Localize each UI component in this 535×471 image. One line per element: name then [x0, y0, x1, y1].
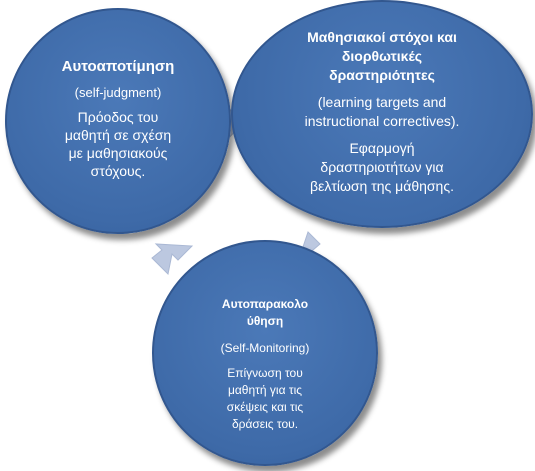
node-self-monitoring: Αυτοπαρακολο ύθηση (Self-Monitoring) Επί… — [152, 240, 378, 466]
arrow-up-left-icon — [151, 243, 194, 276]
node-title: Μαθησιακοί στόχοι και διορθωτικές δραστη… — [307, 29, 457, 83]
node-subtitle: (learning targets and instructional corr… — [304, 94, 460, 129]
node-subtitle: (self-judgment) — [74, 85, 162, 100]
node-description: Επίγνωση του μαθητή για τις σκέψεις και … — [226, 366, 304, 431]
node-title: Αυτοαποτίμηση — [61, 58, 175, 75]
node-learning-targets: Μαθησιακοί στόχοι και διορθωτικές δραστη… — [231, 0, 533, 228]
node-self-judgment: Αυτοαποτίμηση (self-judgment) Πρόοδος το… — [5, 8, 231, 234]
node-subtitle: (Self-Monitoring) — [220, 341, 310, 355]
node-description: Εφαρμογή δραστηριοτήτων για βελτίωση της… — [310, 140, 454, 194]
node-description: Πρόοδος του μαθητή σε σχέση με μαθησιακο… — [64, 109, 172, 179]
node-title: Αυτοπαρακολο ύθηση — [221, 297, 309, 328]
